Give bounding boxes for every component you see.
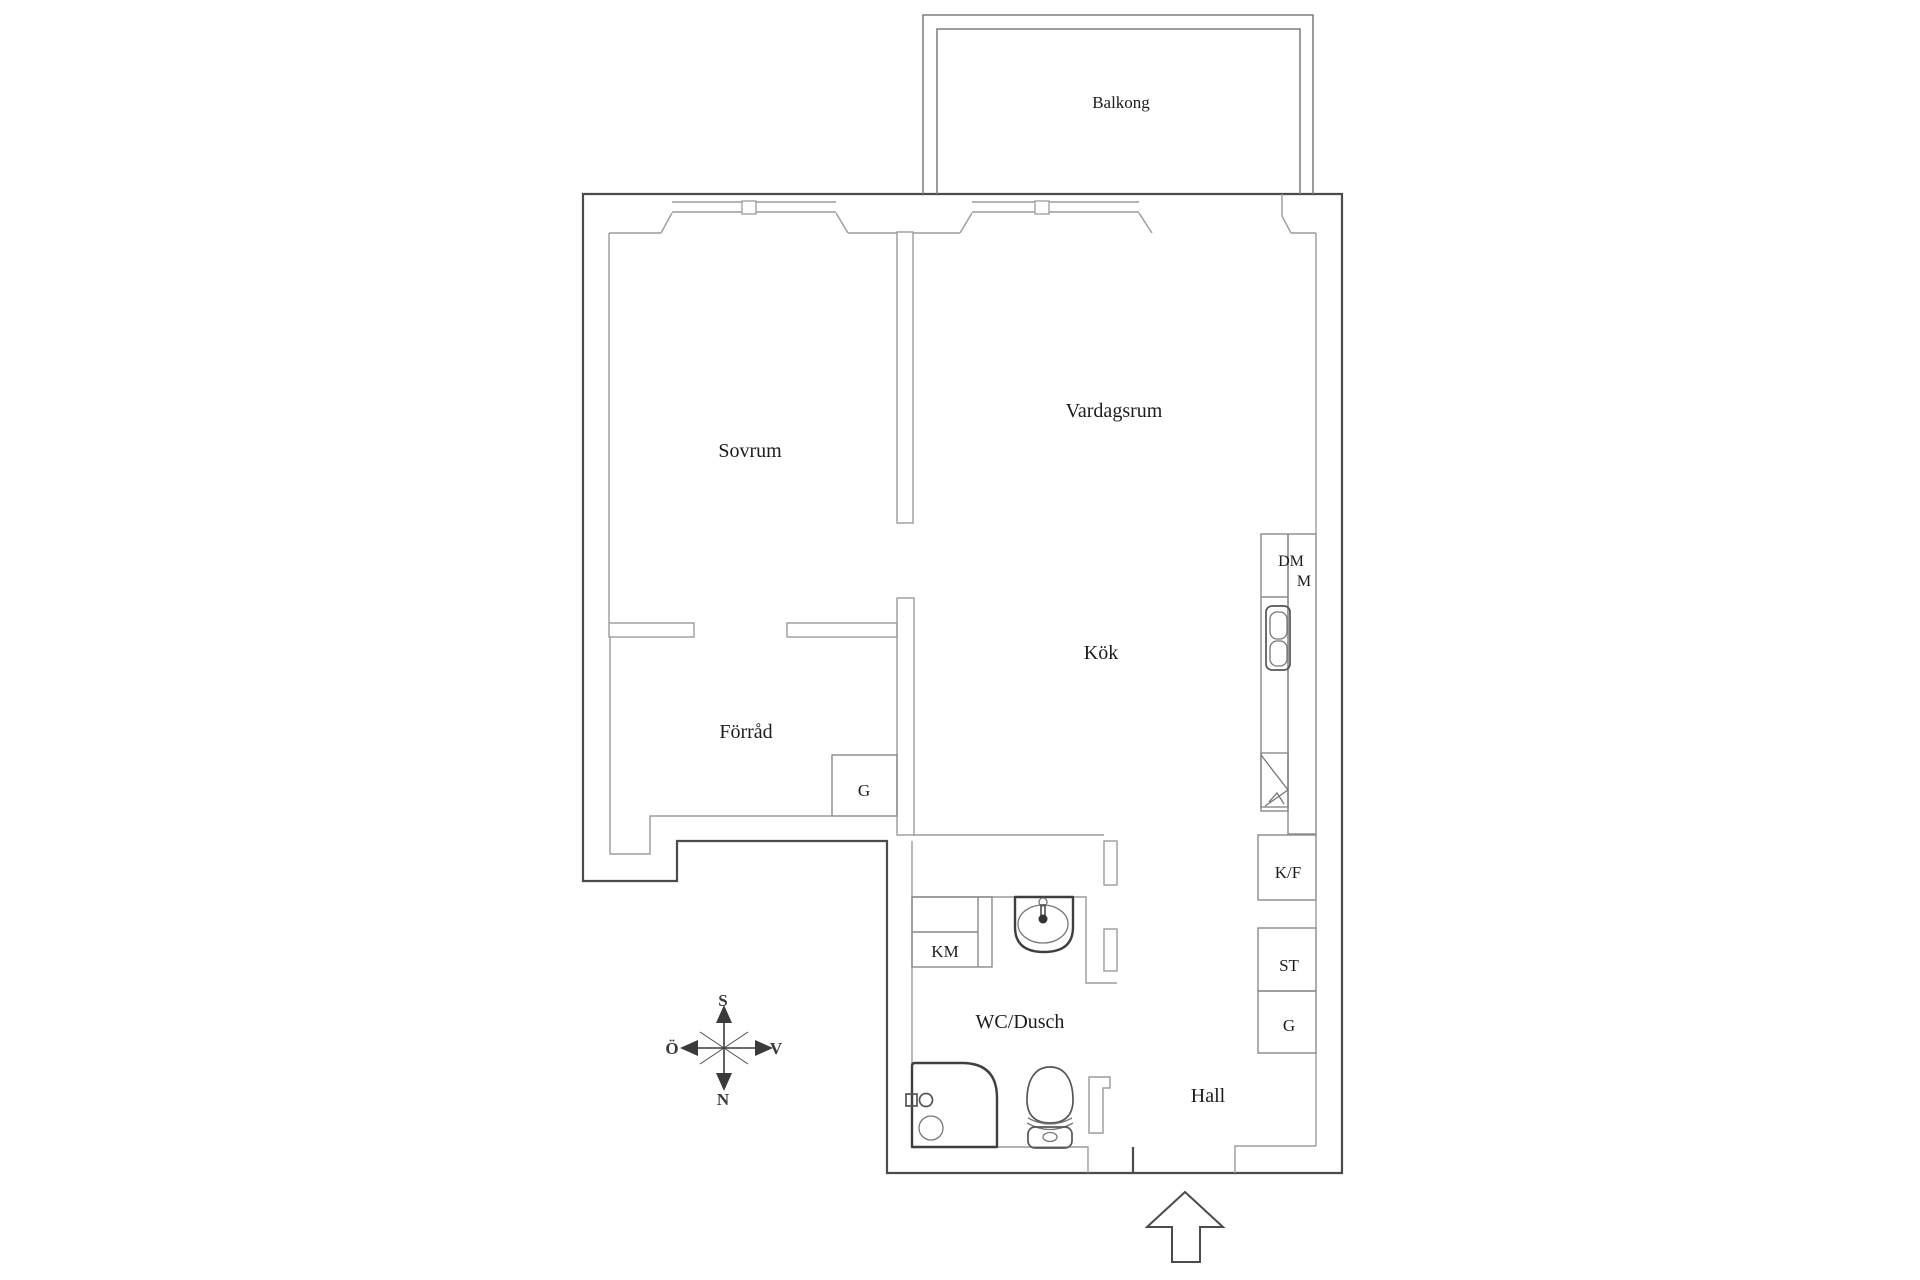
- storage-wardrobe-box: [831, 754, 898, 817]
- compass-north-label: N: [717, 1090, 730, 1109]
- kitchen-counter: [1260, 533, 1317, 835]
- kitchen-sink-icon: [1265, 605, 1291, 671]
- interior-walls: [608, 231, 1317, 1173]
- top-wall-inner-lines: [609, 194, 1316, 234]
- outer-wall-outline: [581, 192, 1344, 1175]
- compass-east-label: Ö: [665, 1039, 678, 1058]
- window-latch-icon: [741, 200, 757, 215]
- toilet-icon: [1026, 1066, 1074, 1149]
- room-label-livingroom: Vardagsrum: [1066, 400, 1163, 422]
- label-hall-wardrobe: G: [1283, 1016, 1295, 1035]
- label-storage-wardrobe: G: [858, 781, 870, 800]
- compass-icon: S N Ö V: [665, 991, 782, 1109]
- compass-west-label: V: [770, 1039, 783, 1058]
- window-latch-icon: [1034, 200, 1050, 215]
- room-label-bedroom: Sovrum: [718, 440, 782, 462]
- label-fridge-freezer: K/F: [1275, 863, 1301, 882]
- room-label-storage: Förråd: [719, 721, 772, 743]
- label-cleaning-closet: ST: [1279, 956, 1299, 975]
- label-washing-machine: KM: [931, 942, 958, 961]
- label-dishwasher: DM: [1278, 553, 1304, 570]
- hall-closet-boxes: [1257, 834, 1317, 1054]
- window-bedroom: [672, 200, 836, 215]
- washbasin-icon: [1013, 895, 1075, 954]
- room-label-kitchen: Kök: [1084, 642, 1118, 664]
- room-label-balcony: Balkong: [1092, 93, 1150, 112]
- balcony-railing: [922, 14, 1314, 194]
- entrance-arrow-icon: [1144, 1190, 1226, 1263]
- shower-icon: [905, 1061, 999, 1149]
- window-livingroom: [972, 200, 1139, 215]
- stove-icon: [1260, 752, 1289, 808]
- washing-machine-box: [911, 896, 993, 968]
- room-label-bathroom: WC/Dusch: [976, 1011, 1065, 1033]
- compass-south-label: S: [718, 991, 727, 1010]
- label-microwave: M: [1297, 573, 1311, 590]
- room-label-hall: Hall: [1191, 1085, 1226, 1107]
